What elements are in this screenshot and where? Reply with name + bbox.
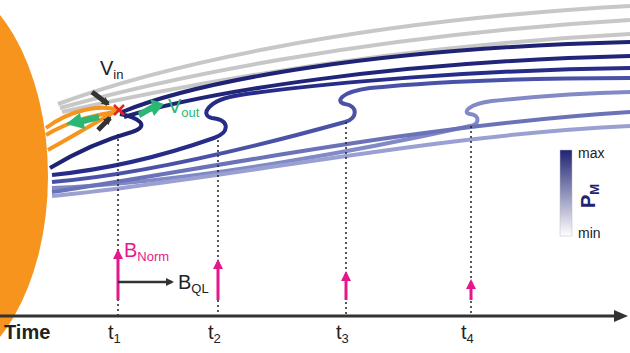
symbol-text: min xyxy=(578,225,601,241)
subscript-text: out xyxy=(181,105,199,120)
subscript-text: 4 xyxy=(467,331,474,346)
symbol-text: B xyxy=(178,271,191,293)
time-mark: t4 xyxy=(461,322,474,345)
outflow-label: Vout xyxy=(168,96,199,119)
ql-field-label: BQL xyxy=(178,272,209,295)
symbol-text: V xyxy=(168,95,181,117)
inflow-label: Vin xyxy=(100,58,123,81)
symbol-text: V xyxy=(100,57,113,79)
subscript-text: 1 xyxy=(114,331,121,346)
time-mark: t2 xyxy=(208,322,221,345)
subscript-text: QL xyxy=(191,281,208,296)
symbol-text: Time xyxy=(4,321,50,343)
symbol-text: B xyxy=(124,239,137,261)
symbol-text: max xyxy=(578,145,604,161)
time-mark: t3 xyxy=(336,322,349,345)
symbol-text: t xyxy=(336,321,342,343)
subscript-text: 2 xyxy=(214,331,221,346)
scale-max: max xyxy=(578,146,604,160)
symbol-text: P xyxy=(577,195,599,208)
symbol-text: t xyxy=(461,321,467,343)
symbol-text: t xyxy=(108,321,114,343)
time-mark: t1 xyxy=(108,322,121,345)
subscript-text: in xyxy=(113,67,123,82)
pressure-label: PM xyxy=(578,184,601,208)
axis-title: Time xyxy=(4,322,50,342)
subscript-text: Norm xyxy=(137,249,169,264)
symbol-text: t xyxy=(208,321,214,343)
normal-field-label: BNorm xyxy=(124,240,169,263)
subscript-text: M xyxy=(587,184,602,195)
subscript-text: 3 xyxy=(342,331,349,346)
scale-min: min xyxy=(578,226,601,240)
